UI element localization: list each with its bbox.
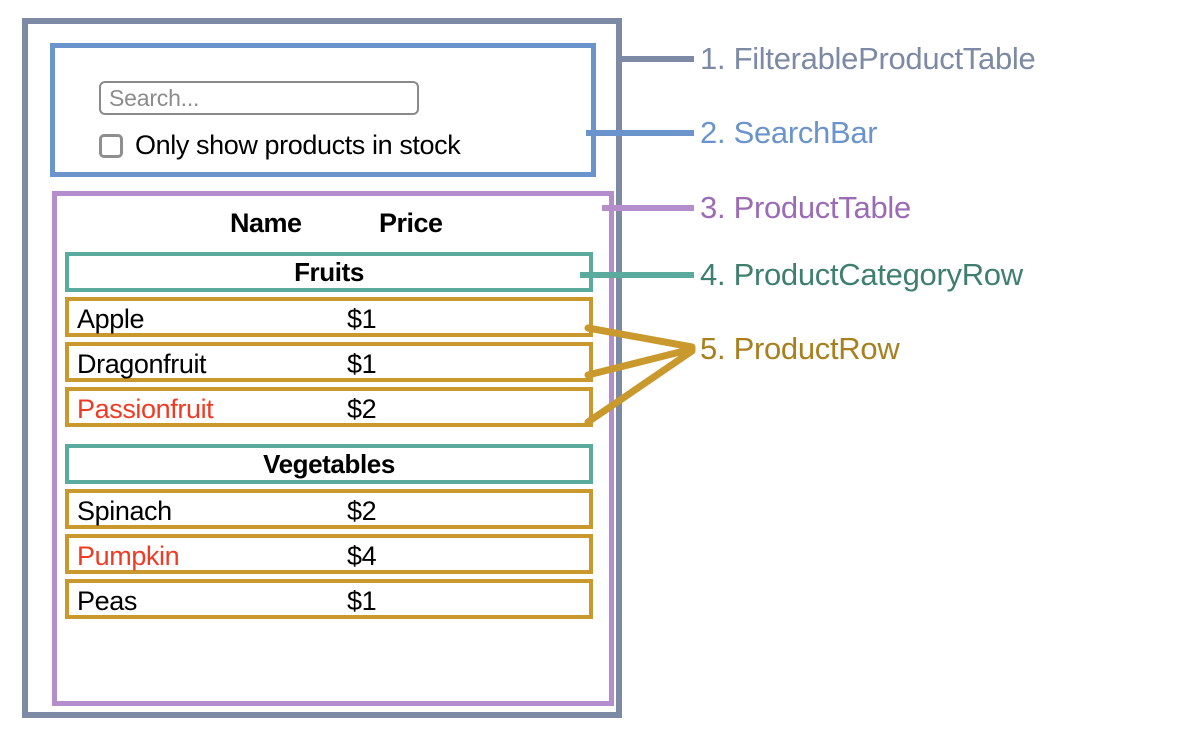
product-table-box: Name Price Fruits Apple $1 Dragonfruit $… [52,191,614,706]
product-price: $1 [347,586,377,616]
product-name: Peas [77,586,137,616]
category-label: Vegetables [263,448,395,479]
column-header-price: Price [379,208,443,238]
product-name: Apple [77,304,145,334]
product-price: $4 [347,541,377,571]
product-row[interactable]: Apple $1 [65,297,593,337]
filterable-product-table-box: Search... Only show products in stock Na… [22,18,622,718]
search-bar-box: Search... Only show products in stock [50,43,596,177]
product-price: $2 [347,394,377,424]
annotation-label-product-table: 3. ProductTable [700,190,911,225]
search-input[interactable]: Search... [99,81,419,115]
product-category-row: Vegetables [65,444,593,484]
product-price: $1 [347,304,377,334]
product-name: Pumpkin [77,541,180,571]
connector-line-product-table [602,205,694,211]
annotation-label-filterable-product-table: 1. FilterableProductTable [700,41,1036,76]
product-row[interactable]: Peas $1 [65,579,593,619]
table-header-row: Name Price [57,204,609,246]
product-row[interactable]: Pumpkin $4 [65,534,593,574]
product-name: Spinach [77,496,172,526]
product-price: $1 [347,349,377,379]
in-stock-checkbox-label: Only show products in stock [135,130,461,160]
product-row[interactable]: Passionfruit $2 [65,387,593,427]
annotation-label-product-row: 5. ProductRow [700,331,900,366]
in-stock-filter-row[interactable]: Only show products in stock [99,130,461,161]
connector-line-product-category-row [580,272,694,278]
column-header-name: Name [230,208,302,238]
product-row[interactable]: Spinach $2 [65,489,593,529]
product-price: $2 [347,496,377,526]
checkbox-icon[interactable] [99,133,123,158]
product-category-row: Fruits [65,252,593,292]
product-row[interactable]: Dragonfruit $1 [65,342,593,382]
product-name: Dragonfruit [77,349,207,379]
annotation-label-search-bar: 2. SearchBar [700,115,878,150]
category-label: Fruits [294,256,364,287]
annotation-label-product-category-row: 4. ProductCategoryRow [700,257,1023,292]
product-rows-area: Fruits Apple $1 Dragonfruit $1 Passionfr… [57,252,609,624]
connector-line-search-bar [586,130,694,136]
connector-lines-product-row [584,324,696,426]
connector-line-filterable-product-table [616,56,694,62]
product-name: Passionfruit [77,394,214,424]
